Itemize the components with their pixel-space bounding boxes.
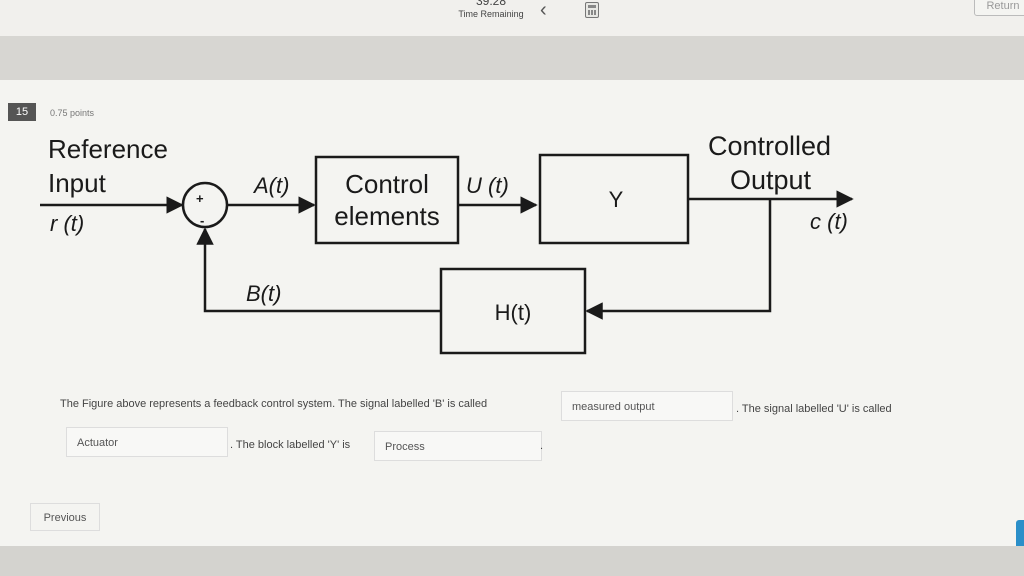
reference-label-2: Input [48,168,107,198]
answer-y-input[interactable]: Process [374,431,542,461]
time-remaining-value: 39:28 [475,0,507,8]
output-signal-label: c (t) [810,209,848,234]
actuating-signal-label: A(t) [252,173,289,198]
block-diagram: + - Control elements Y H(t) Reference In… [40,131,854,355]
control-block-label-2: elements [334,201,440,231]
question-text-1: The Figure above represents a feedback c… [60,398,488,410]
summing-minus: - [200,213,204,228]
question-points: 0.75 points [50,108,95,118]
control-elements-block [314,155,460,245]
question-number: 15 [8,103,36,121]
question-card [0,80,1024,546]
previous-button[interactable]: Previous [30,503,100,531]
answer-b-input[interactable]: measured output [561,391,733,421]
time-remaining-label: Time Remaining [458,9,524,19]
output-label-1: Controlled [708,131,831,161]
control-block-label-1: Control [345,169,429,199]
summing-plus: + [196,191,204,206]
return-button[interactable]: Return [974,0,1024,16]
feedback-signal-label: B(t) [246,281,281,306]
chevron-left-icon[interactable]: ‹ [540,0,547,21]
answer-u-input[interactable]: Actuator [66,427,228,457]
feedback-arrow [585,199,772,320]
feedback-block-label: H(t) [495,300,532,325]
question-text-end: . [540,440,544,452]
top-bar: 39:28 Time Remaining ‹ Return [0,0,1024,36]
reference-signal-label: r (t) [50,211,84,236]
timer: 39:28 Time Remaining [446,0,536,20]
plant-block-label: Y [609,187,624,212]
feedback-return-arrow [196,227,441,313]
output-label-2: Output [730,165,812,195]
u-signal-label: U (t) [466,173,509,198]
header-band [0,36,1024,80]
question-text-3: . The block labelled 'Y' is [230,439,351,451]
calculator-icon[interactable] [585,2,599,18]
question-text-2: . The signal labelled 'U' is called [736,403,892,415]
reference-label-1: Reference [48,134,168,164]
bottom-band [0,546,1024,576]
next-tab[interactable] [1016,520,1024,552]
summing-junction [181,181,229,229]
